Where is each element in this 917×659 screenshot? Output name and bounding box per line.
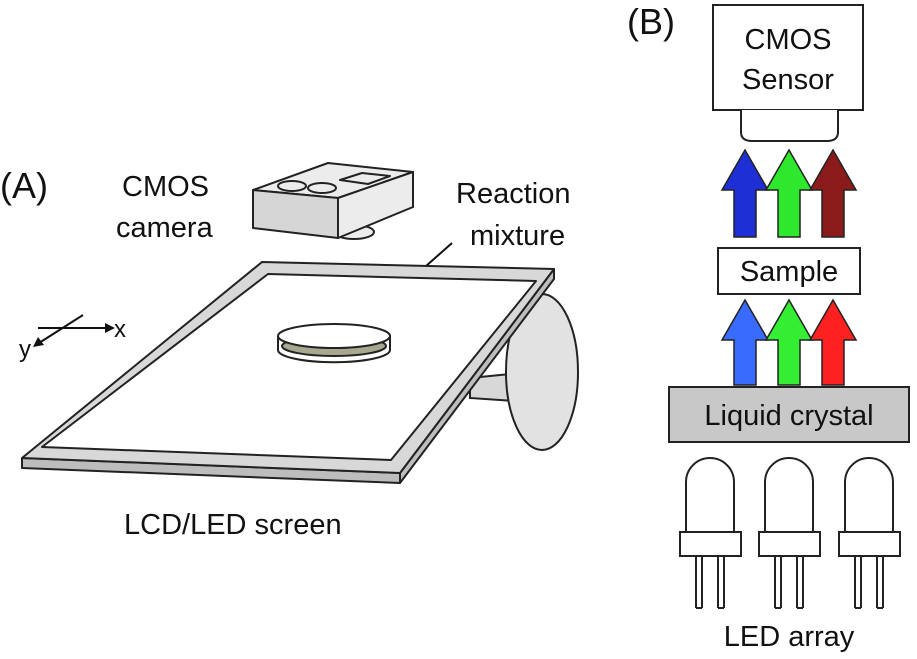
camera-button-left	[277, 180, 307, 192]
cmos-sensor-lens	[740, 110, 839, 142]
led-array	[679, 457, 901, 609]
camera-label-line2: camera	[116, 212, 214, 244]
sample-label: Sample	[740, 256, 838, 288]
led-1-bulb	[685, 457, 735, 533]
y-axis-line	[38, 314, 84, 344]
x-axis-arrowhead	[105, 323, 115, 333]
cmos-sensor-box	[712, 4, 864, 111]
lower-arrow-red	[808, 298, 858, 386]
camera-front-face	[252, 189, 339, 239]
axis-x-label: x	[114, 316, 126, 343]
panel-b: (B) CMOS Sensor Sample Liquid crystal	[627, 1, 910, 653]
dish-rim	[277, 323, 391, 349]
lcd-led-screen	[21, 261, 555, 484]
sample-box	[717, 247, 861, 295]
panel-b-label: (B)	[627, 1, 675, 42]
led-1	[679, 457, 742, 609]
liquid-crystal-box	[668, 386, 910, 443]
liquid-crystal-label: Liquid crystal	[704, 400, 873, 432]
upper-arrows	[720, 148, 858, 238]
led-3-flange	[838, 531, 901, 557]
camera-side-face	[337, 171, 414, 239]
reaction-dish	[277, 323, 391, 364]
y-axis-arrowhead	[33, 337, 44, 347]
led-3	[838, 457, 901, 609]
led-3-bulb	[844, 457, 894, 533]
reaction-label-line2: mixture	[470, 220, 565, 252]
camera-label-line1: CMOS	[122, 171, 209, 203]
led-2-flange	[758, 531, 821, 557]
led-2-bulb	[764, 457, 814, 533]
led-1-flange	[679, 531, 742, 557]
screen-display-area	[41, 273, 537, 461]
cmos-camera	[252, 162, 414, 240]
upper-arrow-darkred	[808, 148, 858, 238]
led-array-label: LED array	[724, 621, 855, 653]
led-2	[758, 457, 821, 609]
sensor-label-line2: Sensor	[742, 64, 834, 96]
lower-arrows	[720, 298, 858, 386]
axes-indicator	[33, 314, 115, 347]
camera-button-right	[307, 182, 337, 194]
axis-y-label: y	[19, 336, 31, 363]
screen-label: LCD/LED screen	[124, 509, 342, 541]
upper-arrow-green	[764, 148, 814, 238]
panel-a-label: (A)	[0, 165, 48, 206]
panel-a: (A) CMOS camera Reaction mixture x y	[0, 162, 579, 541]
camera-display	[339, 172, 391, 185]
reaction-label-line1: Reaction	[456, 178, 570, 210]
sensor-label-line1: CMOS	[745, 24, 832, 56]
lower-arrow-blue	[720, 298, 770, 386]
upper-arrow-blue	[720, 148, 770, 238]
lower-arrow-green	[764, 298, 814, 386]
